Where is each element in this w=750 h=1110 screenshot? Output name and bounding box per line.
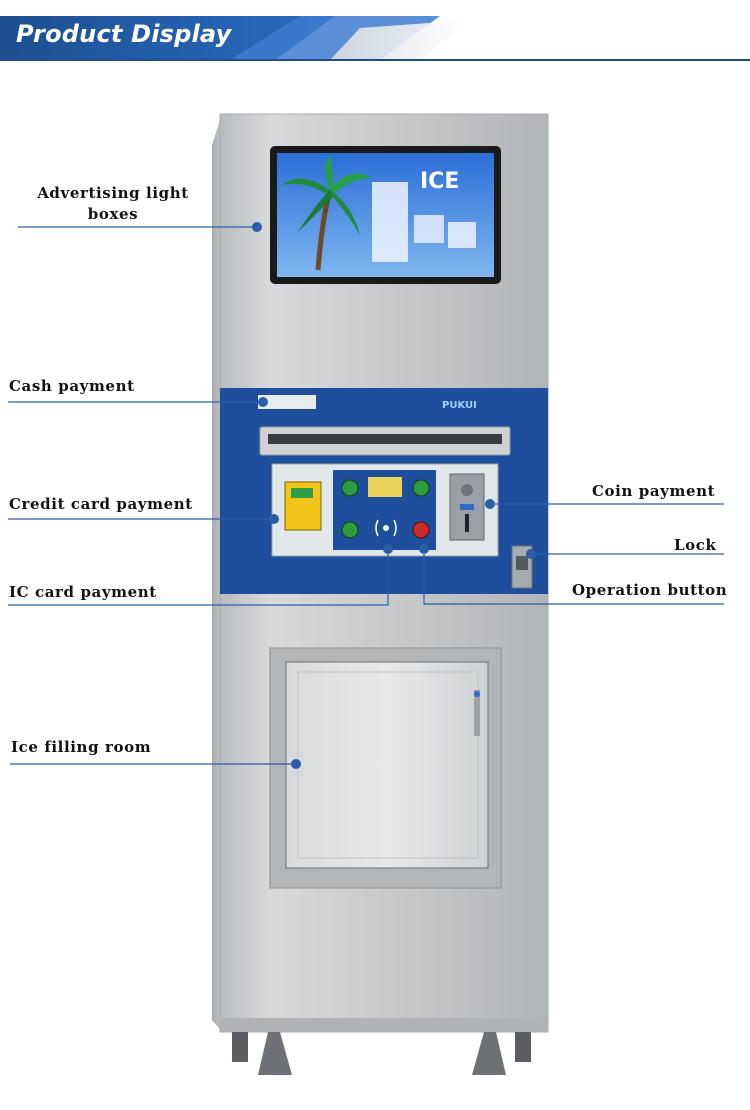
label-ic-card-payment: IC card payment [9,583,157,601]
label-operation-button: Operation button [572,581,728,599]
ice-room-handle[interactable] [474,690,480,736]
screen-ice-text: ICE [420,169,459,194]
green-button-bottom-left[interactable] [341,521,359,539]
green-button-top-left[interactable] [341,479,359,497]
machine-feet [232,1032,531,1075]
label-coin-payment: Coin payment [592,482,716,500]
nfc-icon[interactable] [375,519,397,537]
label-ice-filling-room: Ice filling room [11,738,152,756]
banner-divider [0,59,750,61]
red-button[interactable] [412,521,430,539]
label-credit-card-payment: Credit card payment [9,495,193,513]
green-button-top-right[interactable] [412,479,430,497]
header-banner: Product Display [0,0,750,62]
ice-room-door[interactable] [285,661,489,869]
bill-acceptor-slot [258,395,316,409]
page-title: Product Display [16,20,232,48]
palm-tree-graphic [282,155,372,271]
label-lock: Lock [674,536,717,554]
label-cash-payment: Cash payment [9,377,135,395]
banner-graphic [0,16,470,60]
callout-dots [252,222,536,769]
price-display [368,477,402,497]
ice-glass-graphic [372,182,408,262]
brand-logo: PUKUI [442,400,477,411]
ice-cube-graphic [414,215,444,243]
callout-leaders [8,226,724,765]
dispense-opening [268,434,502,444]
label-advertising-light-boxes: Advertising light boxes [37,184,189,223]
